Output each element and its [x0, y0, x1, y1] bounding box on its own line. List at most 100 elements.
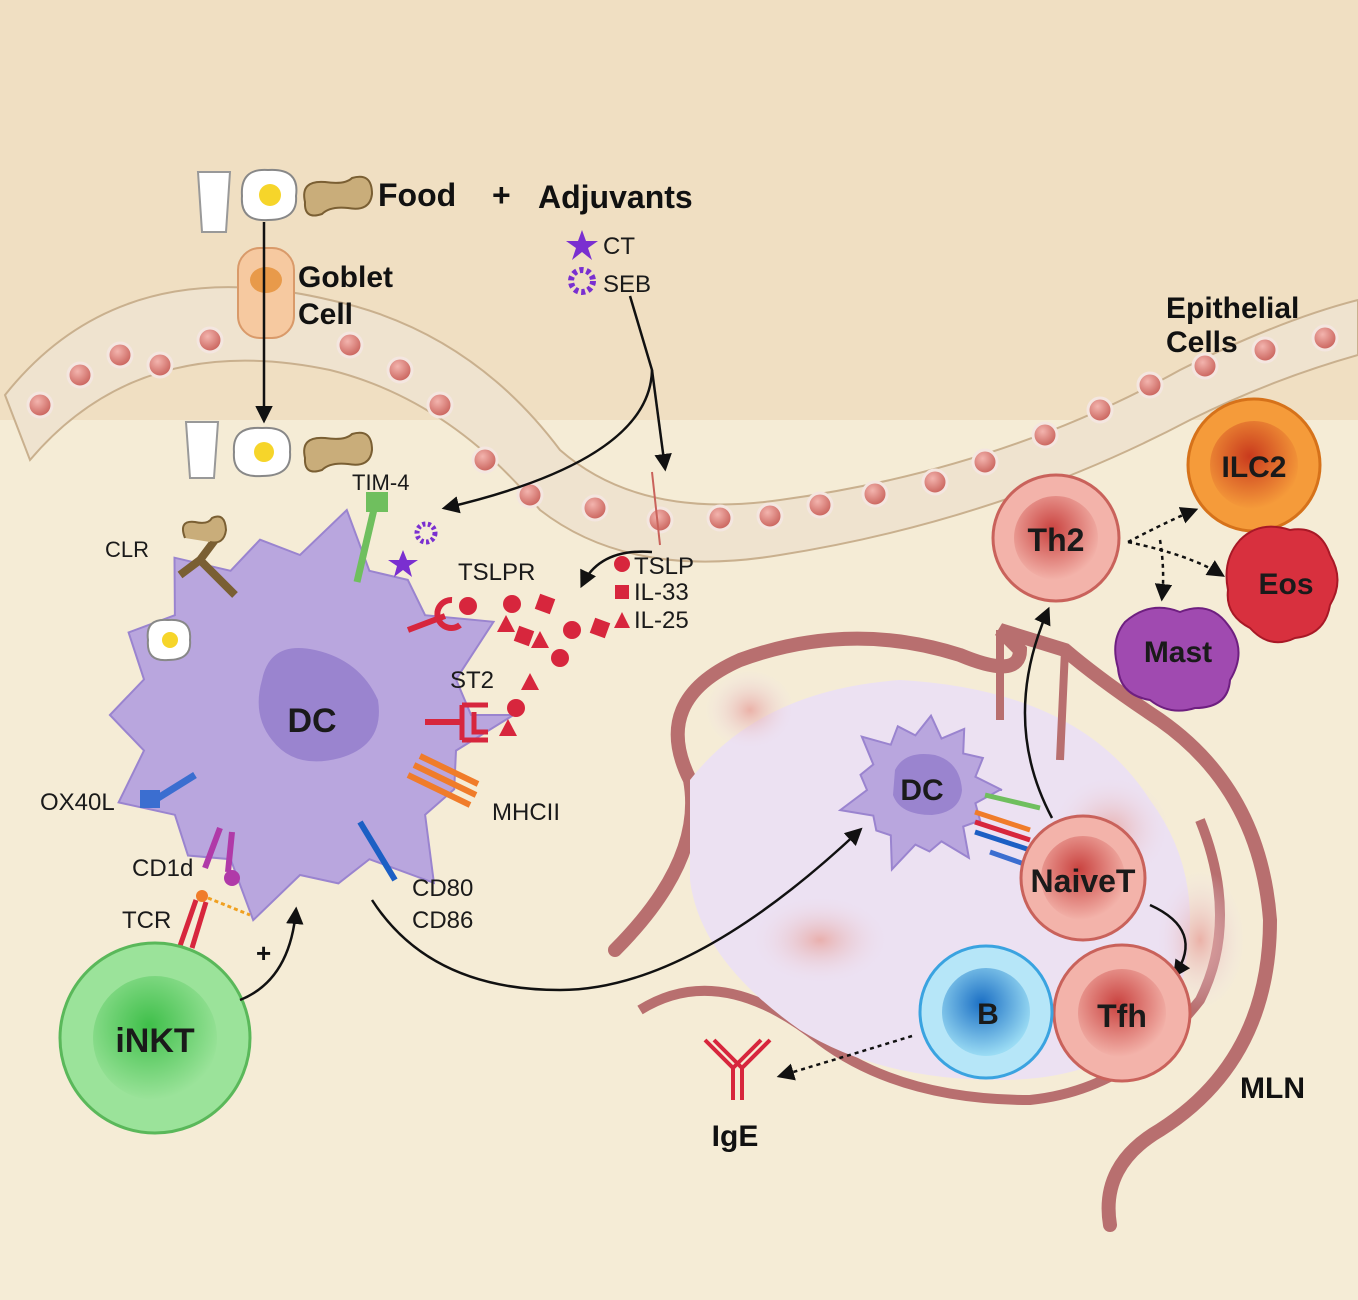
dendritic-cell-mln: DC — [837, 713, 1041, 872]
cd86-label: CD86 — [412, 907, 473, 934]
inkt-label: iNKT — [115, 1022, 195, 1060]
tslpr-receptor — [406, 597, 462, 633]
peanut-icon — [303, 431, 374, 473]
epithelial-nucleus — [756, 502, 784, 530]
epithelial-signal-line — [651, 471, 661, 546]
epithelial-nuclei — [26, 324, 1339, 534]
cd1d-label: CD1d — [132, 855, 193, 882]
il25-label: IL-25 — [634, 607, 689, 634]
th2-cell: Th2 — [991, 473, 1121, 603]
epithelial-label-line1: Epithelial — [1166, 292, 1299, 325]
b-cell: B — [918, 944, 1054, 1080]
epithelial-nucleus — [806, 491, 834, 519]
epithelial-label-line2: Cells — [1166, 326, 1238, 359]
epithelial-nucleus — [646, 506, 674, 534]
milk-glass-icon — [196, 171, 232, 233]
gear-icon — [568, 267, 596, 295]
food-label: Food — [378, 177, 456, 213]
arrow-th2-to-ilc2 — [1127, 507, 1199, 544]
cytokine-particle — [563, 621, 581, 639]
b-cell-label: B — [977, 998, 999, 1031]
th2-label: Th2 — [1028, 522, 1085, 558]
tslpr-label: TSLPR — [458, 559, 535, 586]
mln-label: MLN — [1240, 1072, 1305, 1105]
cytokine-particle — [459, 597, 477, 615]
tfh-label: Tfh — [1097, 998, 1147, 1034]
cytokine-particles — [459, 593, 611, 736]
eos-label: Eos — [1258, 568, 1313, 601]
ct-label: CT — [603, 233, 635, 260]
goblet-label-line1: Goblet — [298, 261, 393, 294]
dc-main-label: DC — [287, 702, 336, 740]
epithelial-nucleus — [1251, 336, 1279, 364]
mhcii-receptor — [406, 753, 480, 808]
tcr-receptor — [177, 890, 251, 949]
epithelial-nucleus — [426, 391, 454, 419]
arrow-adjuvant-to-epithelium — [650, 369, 672, 472]
arrow-cytokines-to-dc — [580, 550, 653, 589]
ox40l-label: OX40L — [40, 789, 115, 816]
cytokine-particle — [499, 719, 517, 736]
st2-label: ST2 — [450, 667, 494, 694]
cytokine-particle — [497, 615, 515, 632]
epithelial-nucleus — [1191, 352, 1219, 380]
mast-cell: Mast — [1114, 606, 1240, 712]
epithelial-nucleus — [921, 468, 949, 496]
cytokine-particle — [503, 595, 521, 613]
fried-egg-icon — [240, 168, 298, 222]
naive-t-cell: NaiveT — [1019, 814, 1147, 942]
epithelial-nucleus — [26, 391, 54, 419]
cd80-label: CD80 — [412, 875, 473, 902]
arrow-naive-to-tfh — [1149, 903, 1191, 978]
epithelial-nucleus — [386, 356, 414, 384]
seb-label: SEB — [603, 271, 651, 298]
cytokine-particle — [521, 673, 539, 690]
star-icon — [566, 230, 598, 260]
dc-mln-label: DC — [900, 774, 943, 807]
cytokine-particle — [551, 649, 569, 667]
fried-egg-icon — [232, 426, 292, 478]
cytokine-particle — [507, 699, 525, 717]
inkt-cell: iNKT — [58, 941, 252, 1135]
star-icon — [388, 550, 418, 577]
ilc2-label: ILC2 — [1221, 451, 1286, 484]
cytokine-particle — [589, 617, 611, 639]
epithelial-nucleus — [196, 326, 224, 354]
ige-label: IgE — [712, 1120, 759, 1153]
arrow-th2-to-eos — [1127, 540, 1225, 577]
cytokine-particle — [534, 593, 556, 615]
arrow-naive-to-th2 — [1023, 606, 1054, 819]
epithelial-nucleus — [471, 446, 499, 474]
epithelial-nucleus — [581, 494, 609, 522]
cytokine-legend — [614, 556, 630, 628]
tcr-label: TCR — [122, 907, 171, 934]
goblet-label-line2: Cell — [298, 298, 353, 331]
adjuvants-label: Adjuvants — [538, 179, 693, 215]
clr-receptor — [177, 515, 238, 598]
clr-label: CLR — [105, 537, 149, 562]
mast-label: Mast — [1144, 636, 1212, 669]
tim4-label: TIM-4 — [352, 470, 409, 495]
goblet-cell — [237, 247, 295, 339]
tim4-receptor — [353, 492, 388, 583]
epithelial-nucleus — [1311, 324, 1339, 352]
mhcii-label: MHCII — [492, 799, 560, 826]
epithelial-nucleus — [1031, 421, 1059, 449]
milk-glass-icon — [184, 421, 220, 479]
cd1d-receptor — [202, 826, 240, 886]
ige-antibody-icon — [703, 1038, 772, 1100]
plus-label: + — [492, 177, 511, 213]
tfh-cell: Tfh — [1052, 943, 1192, 1083]
peanut-icon — [303, 175, 374, 217]
cytokine-particle — [513, 625, 535, 647]
st2-receptor — [425, 702, 488, 743]
arrow-dc-migration — [370, 827, 863, 992]
ox40l-receptor — [140, 772, 197, 808]
phagocytosed-egg-icon — [146, 618, 192, 662]
epithelial-nucleus — [106, 341, 134, 369]
epithelial-nucleus — [1086, 396, 1114, 424]
epithelial-nucleus — [66, 361, 94, 389]
cd80-cd86-receptor — [357, 820, 398, 882]
dc-tcell-synapse — [974, 792, 1041, 869]
